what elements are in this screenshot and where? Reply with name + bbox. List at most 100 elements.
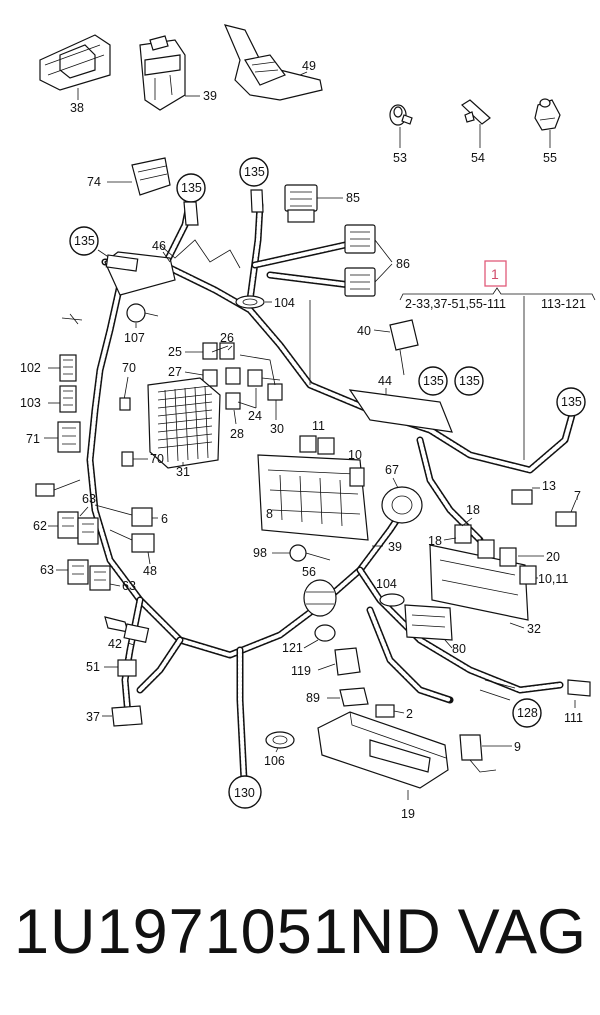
bubble-128 (512, 698, 542, 728)
part-9-connector (459, 734, 497, 773)
part-49-bracket (223, 24, 323, 101)
bubble-135-top-center-text: 135 (244, 165, 265, 179)
label-25: 25 (168, 345, 182, 359)
bubble-135-top-center (239, 157, 269, 187)
part-119-connector (334, 647, 361, 676)
label-104-top: 104 (274, 296, 295, 310)
part-107-ground (61, 303, 159, 325)
label-49: 49 (302, 59, 316, 73)
label-11: 11 (312, 419, 325, 433)
bubble-128-text: 128 (517, 706, 538, 720)
label-80: 80 (452, 642, 466, 656)
label-53: 53 (393, 151, 407, 165)
label-28: 28 (230, 427, 244, 441)
part-8-relay-carrier (257, 435, 369, 541)
part-39-clip (139, 35, 186, 111)
label-10: 10 (348, 448, 362, 462)
group-callout-1: 1 (399, 260, 596, 460)
bubble-135-center-2 (454, 366, 484, 396)
part-number: 1U1971051ND (14, 897, 442, 967)
label-63-right: 63 (122, 579, 136, 593)
label-6: 6 (161, 512, 168, 526)
part-106-clip (265, 731, 295, 749)
part-103-connector (59, 385, 77, 413)
label-98: 98 (253, 546, 267, 560)
label-71: 71 (26, 432, 40, 446)
label-8: 8 (266, 507, 273, 521)
label-86: 86 (396, 257, 410, 271)
part-71-connector (57, 421, 81, 453)
bubble-135-left-text: 135 (74, 234, 95, 248)
part-85-connector (284, 184, 318, 223)
part-74-connector (131, 157, 171, 196)
part-53-grommet (389, 104, 413, 126)
part-89-connector (339, 687, 369, 707)
bubble-135-left (69, 226, 99, 256)
part-37-connector (111, 705, 143, 727)
bubble-130 (228, 775, 262, 809)
part-51-connector (117, 659, 137, 677)
part-42-bulb-holder (104, 616, 150, 643)
label-56: 56 (302, 565, 316, 579)
label-70-bottom: 70 (150, 452, 164, 466)
label-103: 103 (20, 396, 41, 410)
label-48: 48 (143, 564, 157, 578)
label-63-top: 63 (82, 492, 96, 506)
label-67: 67 (385, 463, 399, 477)
part-38-clip (39, 34, 111, 91)
bubble-135-top-left-text: 135 (181, 181, 202, 195)
bubble-135-center-2-text: 135 (459, 374, 480, 388)
label-39: 39 (203, 89, 217, 103)
callout-marker: 1 (491, 266, 499, 282)
label-42: 42 (108, 637, 122, 651)
part-54-sleeve (461, 99, 491, 125)
label-27: 27 (168, 365, 182, 379)
part-31-fuse-box (147, 377, 221, 469)
label-9: 9 (514, 740, 521, 754)
part-40-connector (389, 319, 419, 376)
part-relay-plate (429, 524, 537, 621)
bubble-135-right-text: 135 (561, 395, 582, 409)
bubble-135-center-1 (418, 366, 448, 396)
brand-name: VAG (457, 897, 586, 967)
part-19-control-module (317, 711, 449, 789)
bubble-130-text: 130 (234, 786, 255, 800)
part-104-clip-top (235, 295, 265, 309)
label-89: 89 (306, 691, 320, 705)
label-2: 2 (406, 707, 413, 721)
label-107: 107 (124, 331, 145, 345)
label-62: 62 (33, 519, 47, 533)
label-106: 106 (264, 754, 285, 768)
part-67-grommet (381, 486, 423, 524)
label-119: 119 (291, 664, 311, 678)
main-harness-trunks (86, 196, 576, 784)
label-38: 38 (70, 101, 84, 115)
label-70-top: 70 (122, 361, 136, 375)
part-small-plug (35, 483, 55, 497)
label-74: 74 (87, 175, 101, 189)
label-51: 51 (86, 660, 100, 674)
label-18-left: 18 (428, 534, 442, 548)
part-111-connector (567, 679, 591, 697)
part-104-clip-bottom (379, 593, 405, 607)
label-102: 102 (20, 361, 41, 375)
label-111: 111 (564, 711, 583, 725)
label-7: 7 (574, 489, 581, 503)
label-121: 121 (282, 641, 303, 655)
part-80-control-unit (404, 604, 453, 641)
label-85: 85 (346, 191, 360, 205)
label-39-mid: 39 (388, 540, 402, 554)
label-31: 31 (176, 465, 190, 479)
part-98-connector (289, 544, 331, 562)
label-44: 44 (378, 374, 392, 388)
part-6-connector (94, 504, 153, 527)
label-37: 37 (86, 710, 100, 724)
part-56-grommet (303, 579, 337, 617)
part-121-connector (314, 624, 336, 642)
label-26: 26 (220, 331, 234, 345)
bubble-135-right (556, 387, 586, 417)
part-13-connector (511, 489, 533, 505)
label-24: 24 (248, 409, 262, 423)
label-40: 40 (357, 324, 371, 338)
part-102-connector (59, 354, 77, 382)
